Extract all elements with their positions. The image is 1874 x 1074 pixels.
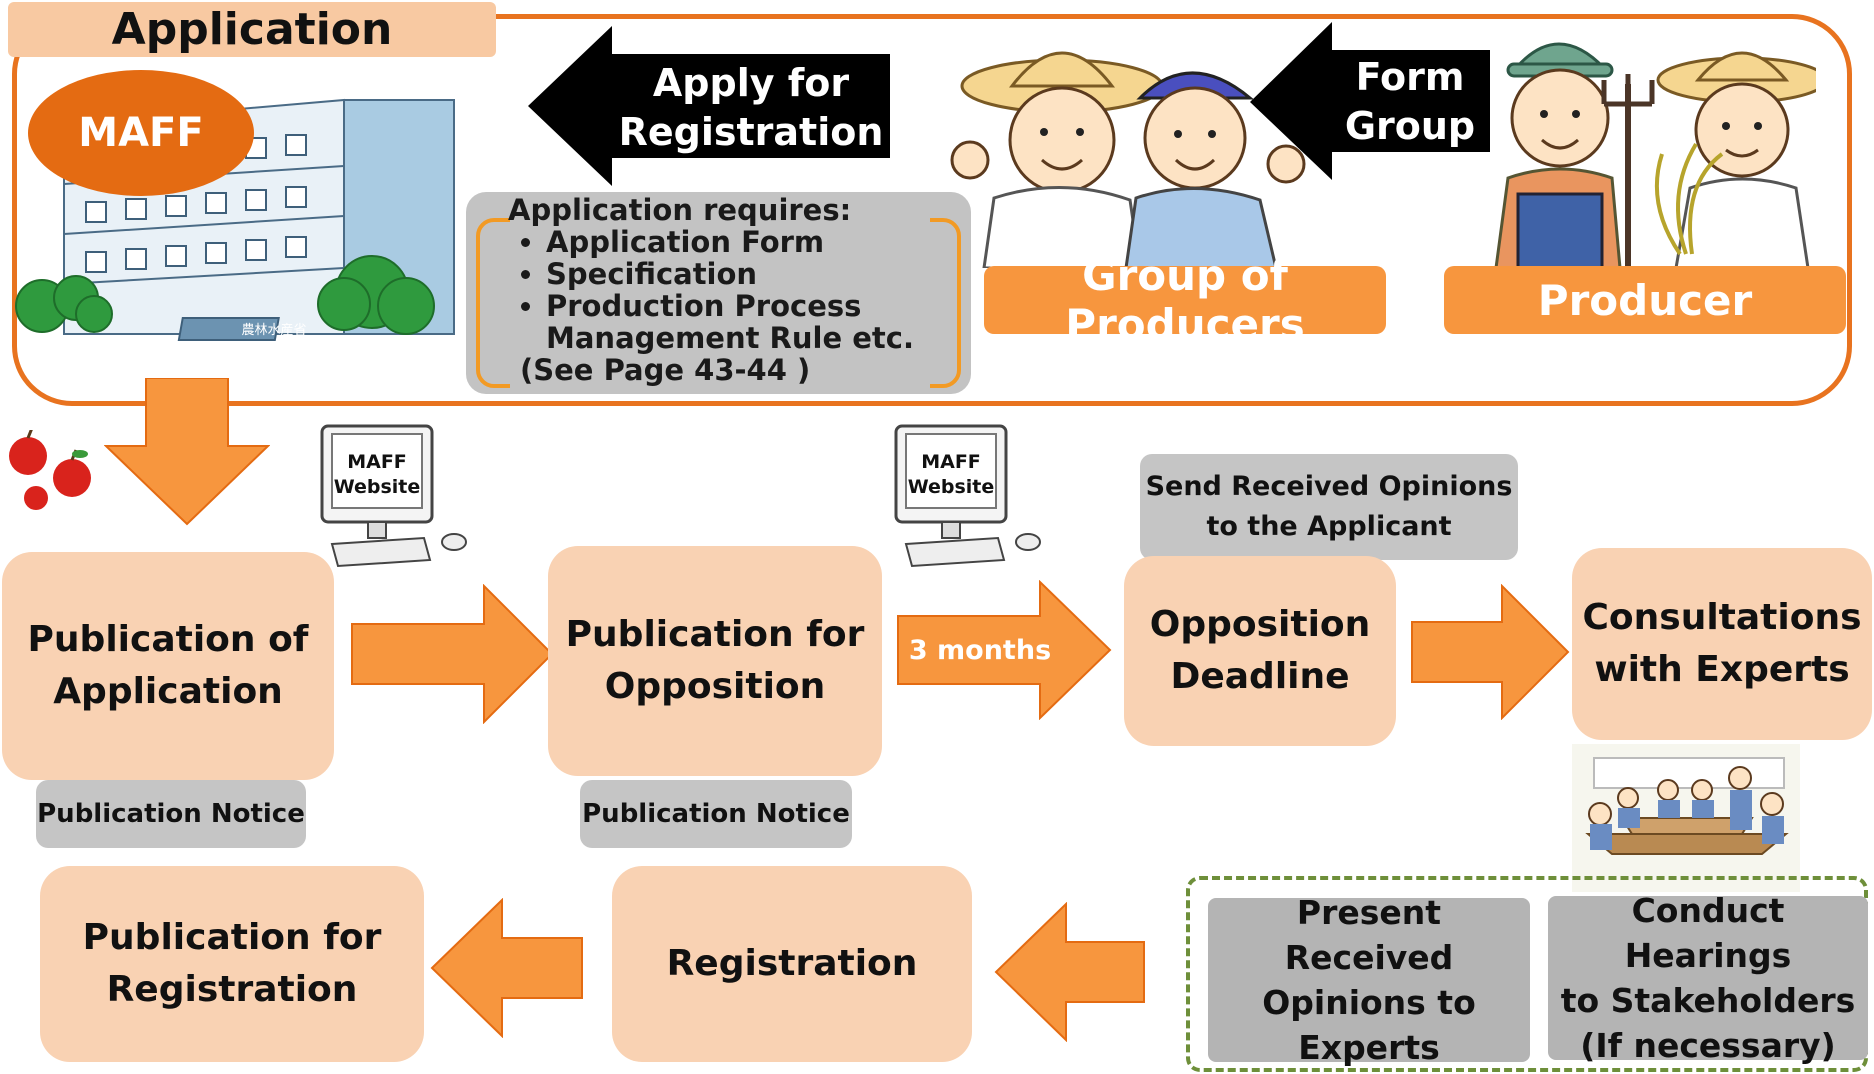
requirements-heading: Application requires: (508, 193, 852, 227)
requirements-box (466, 192, 971, 394)
flow-box-line: Opposition (604, 666, 826, 707)
opposition-deadline-box: Opposition Deadline (1124, 556, 1396, 746)
group-of-producers-illustration (950, 51, 1306, 268)
flow-box-line: Publication for (82, 917, 382, 958)
maff-website-label-2: MAFF Website (906, 450, 996, 500)
website-line-2: Website (333, 476, 421, 498)
requirement-item: Application Form (546, 226, 958, 258)
left-arrow-2 (430, 898, 583, 1038)
requirements-text: Application requires: Application Form S… (508, 194, 958, 386)
meeting-illustration (1572, 744, 1800, 892)
website-line-1: MAFF (347, 451, 407, 473)
maff-website-label-1: MAFF Website (332, 450, 422, 500)
flow-box-line: with Experts (1594, 649, 1850, 690)
form-group-arrow (1250, 22, 1490, 180)
apply-arrow-line-2: Registration (618, 110, 884, 154)
consultations-box: Consultations with Experts (1572, 548, 1872, 740)
gray-box-line: Experts (1298, 1028, 1440, 1067)
conduct-hearings-box: Conduct Hearings to Stakeholders (If nec… (1548, 891, 1868, 1065)
flow-box-line: Consultations (1582, 597, 1862, 638)
maff-oval: MAFF (28, 70, 254, 196)
flow-box-line: Registration (106, 969, 358, 1010)
gray-box-line: Conduct Hearings (1624, 891, 1792, 975)
form-group-line-2: Group (1344, 104, 1476, 148)
publication-notice-2: Publication Notice (580, 780, 852, 848)
producer-label: Producer (1444, 266, 1846, 334)
registration-box: Registration (612, 866, 972, 1062)
present-opinions-box: Present Received Opinions to Experts (1208, 893, 1530, 1067)
flow-box-line: Publication of (27, 619, 309, 660)
building-sign: 農林水産省 (241, 322, 306, 338)
application-title: Application (8, 2, 496, 57)
form-group-label: Form Group (1330, 50, 1490, 154)
computer-icon (894, 424, 1041, 568)
publication-for-registration-box: Publication for Registration (40, 866, 424, 1062)
requirements-note: (See Page 43-44 ) (520, 353, 811, 387)
flow-box-line: Opposition (1149, 604, 1371, 645)
flow-box-line: Deadline (1170, 656, 1350, 697)
group-of-producers-label: Group of Producers (984, 251, 1386, 349)
gray-box-line: (If necessary) (1580, 1026, 1836, 1065)
requirement-item: Specification (546, 258, 958, 290)
publication-notice-1: Publication Notice (36, 780, 306, 848)
right-arrow-2 (1411, 584, 1570, 720)
application-frame (12, 14, 1852, 406)
gray-box-line: Opinions to (1262, 983, 1476, 1022)
apply-arrow (528, 26, 890, 186)
three-months-label: 3 months (908, 634, 1052, 666)
right-arrow-1 (351, 584, 554, 724)
website-line-2: Website (907, 476, 995, 498)
left-arrow-1 (994, 902, 1145, 1042)
right-arrow-3-months (897, 580, 1112, 720)
gray-box-line: Present Received (1284, 893, 1454, 977)
form-group-line-1: Form (1355, 54, 1465, 99)
gray-box-line: to the Applicant (1206, 511, 1452, 542)
flow-box-line: Application (53, 671, 283, 712)
apply-arrow-line-1: Apply for (652, 60, 850, 105)
publication-for-opposition-box: Publication for Opposition (548, 546, 882, 776)
apply-arrow-label: Apply for Registration (612, 56, 890, 160)
send-opinions-box: Send Received Opinions to the Applicant (1140, 454, 1518, 560)
flow-box-line: Publication for (565, 614, 865, 655)
requirements-list: Application Form Specification Productio… (508, 226, 958, 354)
publication-of-application-box: Publication of Application (2, 552, 334, 780)
producer-illustration (1494, 42, 1816, 268)
requirement-item: Production Process Management Rule etc. (546, 290, 958, 354)
computer-icon (320, 424, 467, 568)
down-arrow (104, 378, 270, 526)
apples-icon (9, 430, 91, 510)
website-line-1: MAFF (921, 451, 981, 473)
gray-box-line: Send Received Opinions (1145, 471, 1513, 502)
gray-box-line: to Stakeholders (1560, 981, 1856, 1020)
